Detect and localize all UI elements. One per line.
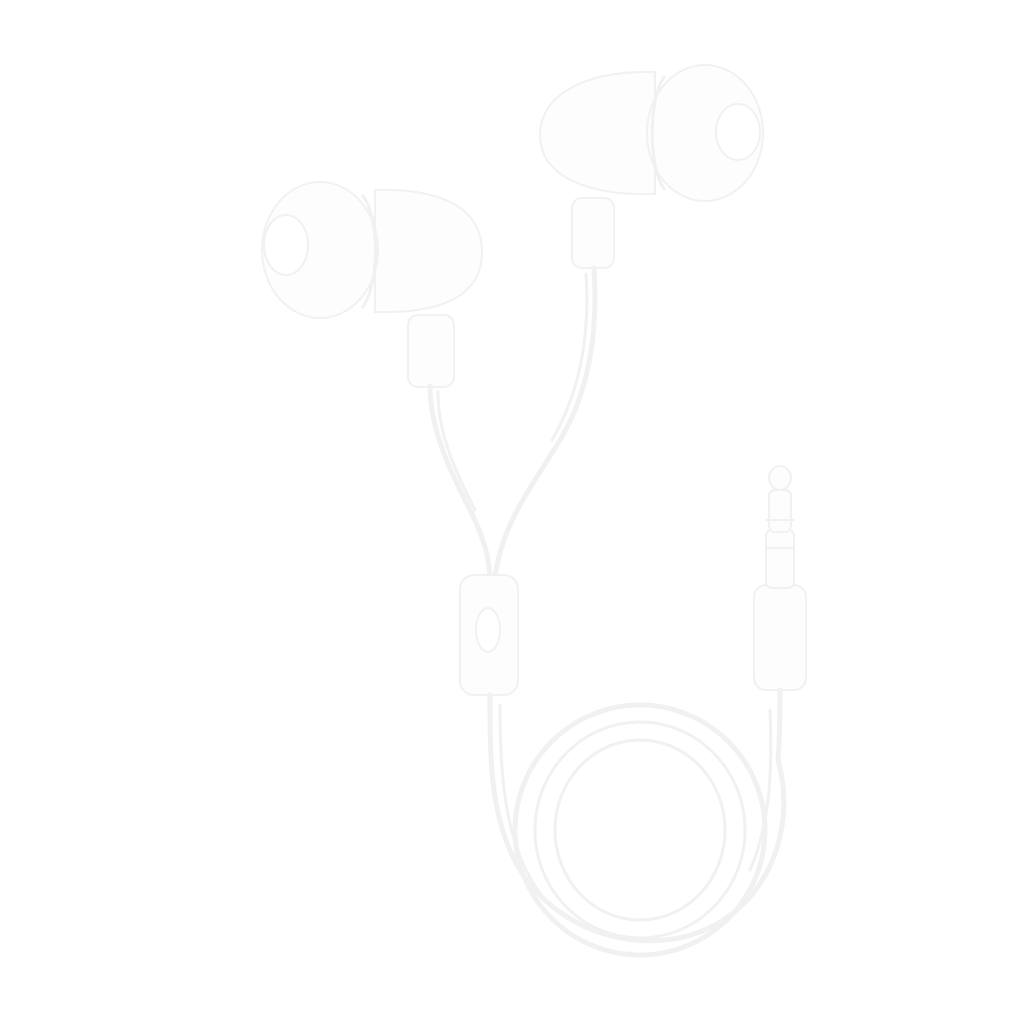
audio-jack	[753, 465, 807, 763]
left-earbud	[261, 181, 484, 319]
right-earbud	[538, 64, 764, 202]
left-cable	[407, 314, 493, 588]
cable-coil	[487, 692, 787, 958]
cable-splitter	[459, 574, 519, 696]
right-cable	[491, 197, 615, 588]
